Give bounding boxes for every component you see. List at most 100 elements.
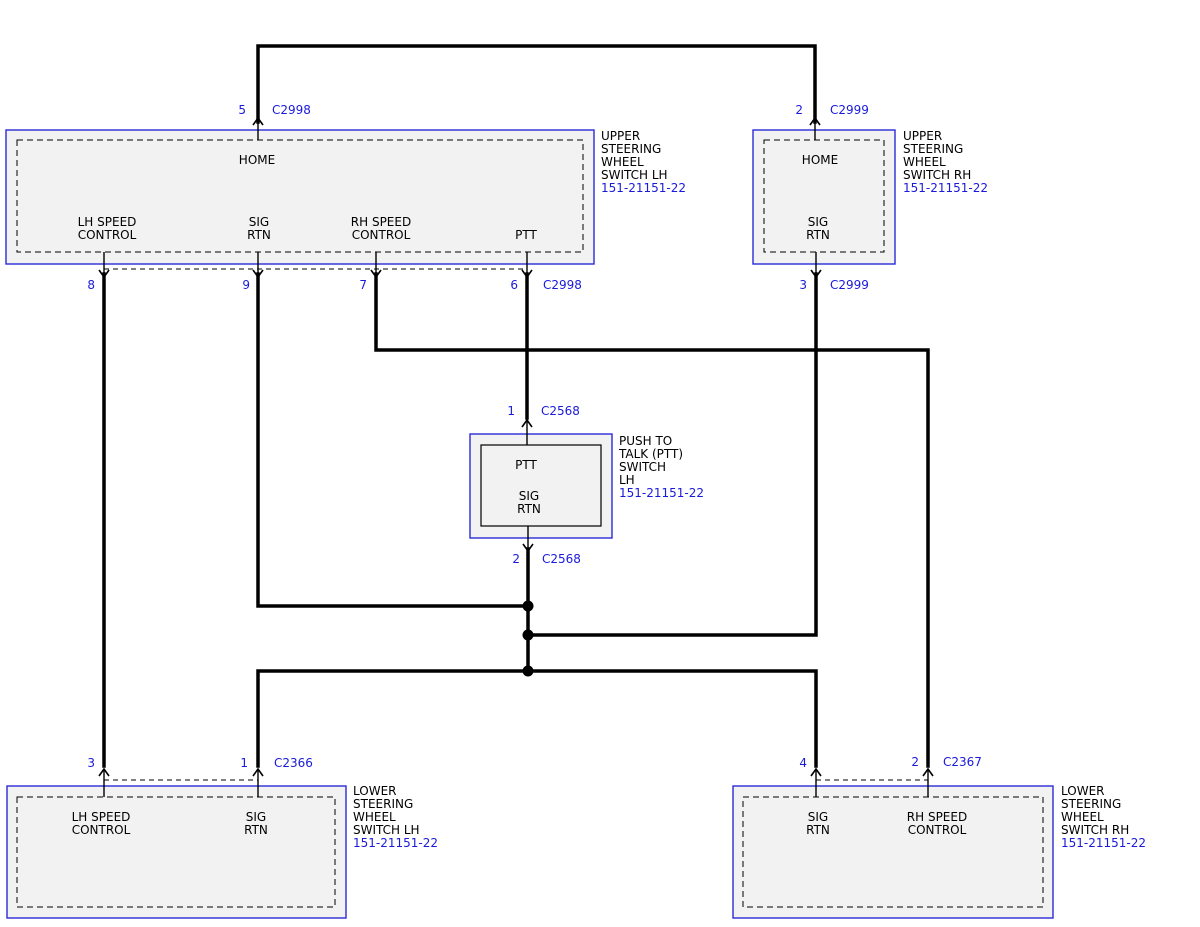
pin-symbol-c2998-6 — [521, 252, 533, 279]
connector-pin-number: 7 — [359, 278, 367, 292]
pin-symbol-c2998-5 — [252, 116, 264, 140]
pin-symbol-c2998-8 — [98, 252, 110, 279]
connector-id: C2568 — [541, 404, 580, 418]
component-name-lower-rh: LOWER STEERING WHEEL SWITCH RH 151-21151… — [1061, 784, 1146, 850]
component-upper-lh[interactable] — [5, 129, 595, 265]
pin-label-lh-speed-control: LH SPEED — [78, 215, 137, 229]
part-number: 151-21151-22 — [601, 181, 686, 195]
pin-label-sig-rtn: RTN — [806, 823, 830, 837]
pin-symbol-c2367-2 — [922, 767, 934, 797]
pin-label-ptt: PTT — [515, 458, 537, 472]
part-number: 151-21151-22 — [619, 486, 704, 500]
pin-label-ptt: PTT — [515, 228, 537, 242]
pin-label-sig-rtn: SIG — [808, 215, 828, 229]
connector-pin-number: 3 — [87, 756, 95, 770]
connector-pin-number: 4 — [799, 756, 807, 770]
part-number: 151-21151-22 — [1061, 836, 1146, 850]
pin-symbol-c2367-4 — [810, 767, 822, 797]
pin-label-rh-speed-control: RH SPEED — [907, 810, 967, 824]
connector-pin-number: 3 — [799, 278, 807, 292]
svg-text:WHEEL: WHEEL — [353, 810, 396, 824]
pin-symbol-c2998-7 — [370, 252, 382, 279]
pin-label-sig-rtn: RTN — [806, 228, 830, 242]
pin-label-rh-speed-control: CONTROL — [908, 823, 967, 837]
connector-id: C2367 — [943, 755, 982, 769]
connector-pin-number: 5 — [238, 103, 246, 117]
pin-label-rh-speed-control: RH SPEED — [351, 215, 411, 229]
svg-text:UPPER: UPPER — [601, 129, 640, 143]
connector-pin-number: 1 — [240, 756, 248, 770]
wires — [102, 44, 930, 768]
wire-lower-rtn — [256, 669, 818, 768]
pin-label-sig-rtn: RTN — [517, 502, 541, 516]
connector-pin-number: 2 — [512, 552, 520, 566]
connector-pin-number: 8 — [87, 278, 95, 292]
wire-rh-speed — [374, 272, 930, 768]
svg-text:SWITCH LH: SWITCH LH — [353, 823, 420, 837]
component-name-lower-lh: LOWER STEERING WHEEL SWITCH LH 151-21151… — [353, 784, 438, 850]
svg-text:PUSH TO: PUSH TO — [619, 434, 672, 448]
connector-id: C2999 — [830, 103, 869, 117]
wire-sig-rtn-lh — [256, 272, 530, 608]
svg-text:STEERING: STEERING — [601, 142, 661, 156]
part-number: 151-21151-22 — [903, 181, 988, 195]
pin-label-sig-rtn: SIG — [519, 489, 539, 503]
connector-pin-number: 6 — [510, 278, 518, 292]
pin-label-rh-speed-control: CONTROL — [352, 228, 411, 242]
svg-text:WHEEL: WHEEL — [1061, 810, 1104, 824]
pin-symbol-c2568-1 — [521, 418, 533, 445]
connector-id: C2998 — [543, 278, 582, 292]
pin-label-sig-rtn: RTN — [244, 823, 268, 837]
component-ptt-switch[interactable] — [469, 433, 613, 539]
svg-text:SWITCH: SWITCH — [619, 460, 666, 474]
component-name-upper-rh: UPPER STEERING WHEEL SWITCH RH 151-21151… — [903, 129, 988, 195]
connector-id: C2999 — [830, 278, 869, 292]
svg-text:LOWER: LOWER — [1061, 784, 1105, 798]
component-name-upper-lh: UPPER STEERING WHEEL SWITCH LH 151-21151… — [601, 129, 686, 195]
pin-label-home: HOME — [239, 153, 275, 167]
pin-label-sig-rtn: SIG — [808, 810, 828, 824]
svg-text:WHEEL: WHEEL — [903, 155, 946, 169]
splice-dot — [522, 600, 534, 612]
component-upper-rh[interactable] — [752, 129, 896, 265]
pin-label-lh-speed-control: LH SPEED — [72, 810, 131, 824]
svg-text:LOWER: LOWER — [353, 784, 397, 798]
connector-pin-number: 2 — [911, 755, 919, 769]
pin-label-lh-speed-control: CONTROL — [78, 228, 137, 242]
connector-pin-number: 1 — [507, 404, 515, 418]
pin-symbol-c2998-9 — [252, 252, 264, 279]
connector-id: C2366 — [274, 756, 313, 770]
pin-label-home: HOME — [802, 153, 838, 167]
connector-id: C2998 — [272, 103, 311, 117]
pin-label-lh-speed-control: CONTROL — [72, 823, 131, 837]
pin-label-sig-rtn: RTN — [247, 228, 271, 242]
svg-text:WHEEL: WHEEL — [601, 155, 644, 169]
svg-text:SWITCH RH: SWITCH RH — [903, 168, 971, 182]
pin-symbol-c2999-3 — [810, 252, 822, 279]
part-number: 151-21151-22 — [353, 836, 438, 850]
wire-home-loop — [256, 44, 817, 124]
connector-pin-number: 9 — [242, 278, 250, 292]
pin-label-sig-rtn: SIG — [249, 215, 269, 229]
splice-dot — [522, 665, 534, 677]
wire-sig-rtn-rh — [526, 272, 818, 637]
pin-symbol-c2999-2 — [809, 116, 821, 140]
pin-symbol-c2568-2 — [522, 526, 534, 553]
svg-text:TALK (PTT): TALK (PTT) — [618, 447, 683, 461]
svg-text:UPPER: UPPER — [903, 129, 942, 143]
svg-text:STEERING: STEERING — [353, 797, 413, 811]
component-name-ptt-switch: PUSH TO TALK (PTT) SWITCH LH 151-21151-2… — [618, 434, 704, 500]
svg-text:LH: LH — [619, 473, 635, 487]
component-lower-rh[interactable] — [732, 785, 1054, 919]
pin-symbol-c2366-3 — [98, 767, 110, 797]
pin-label-sig-rtn: SIG — [246, 810, 266, 824]
splice-dot — [522, 629, 534, 641]
svg-text:SWITCH RH: SWITCH RH — [1061, 823, 1129, 837]
connector-id: C2568 — [542, 552, 581, 566]
svg-text:SWITCH LH: SWITCH LH — [601, 168, 668, 182]
pin-symbol-c2366-1 — [252, 767, 264, 797]
connector-pin-number: 2 — [795, 103, 803, 117]
component-lower-lh[interactable] — [6, 785, 347, 919]
svg-text:STEERING: STEERING — [903, 142, 963, 156]
